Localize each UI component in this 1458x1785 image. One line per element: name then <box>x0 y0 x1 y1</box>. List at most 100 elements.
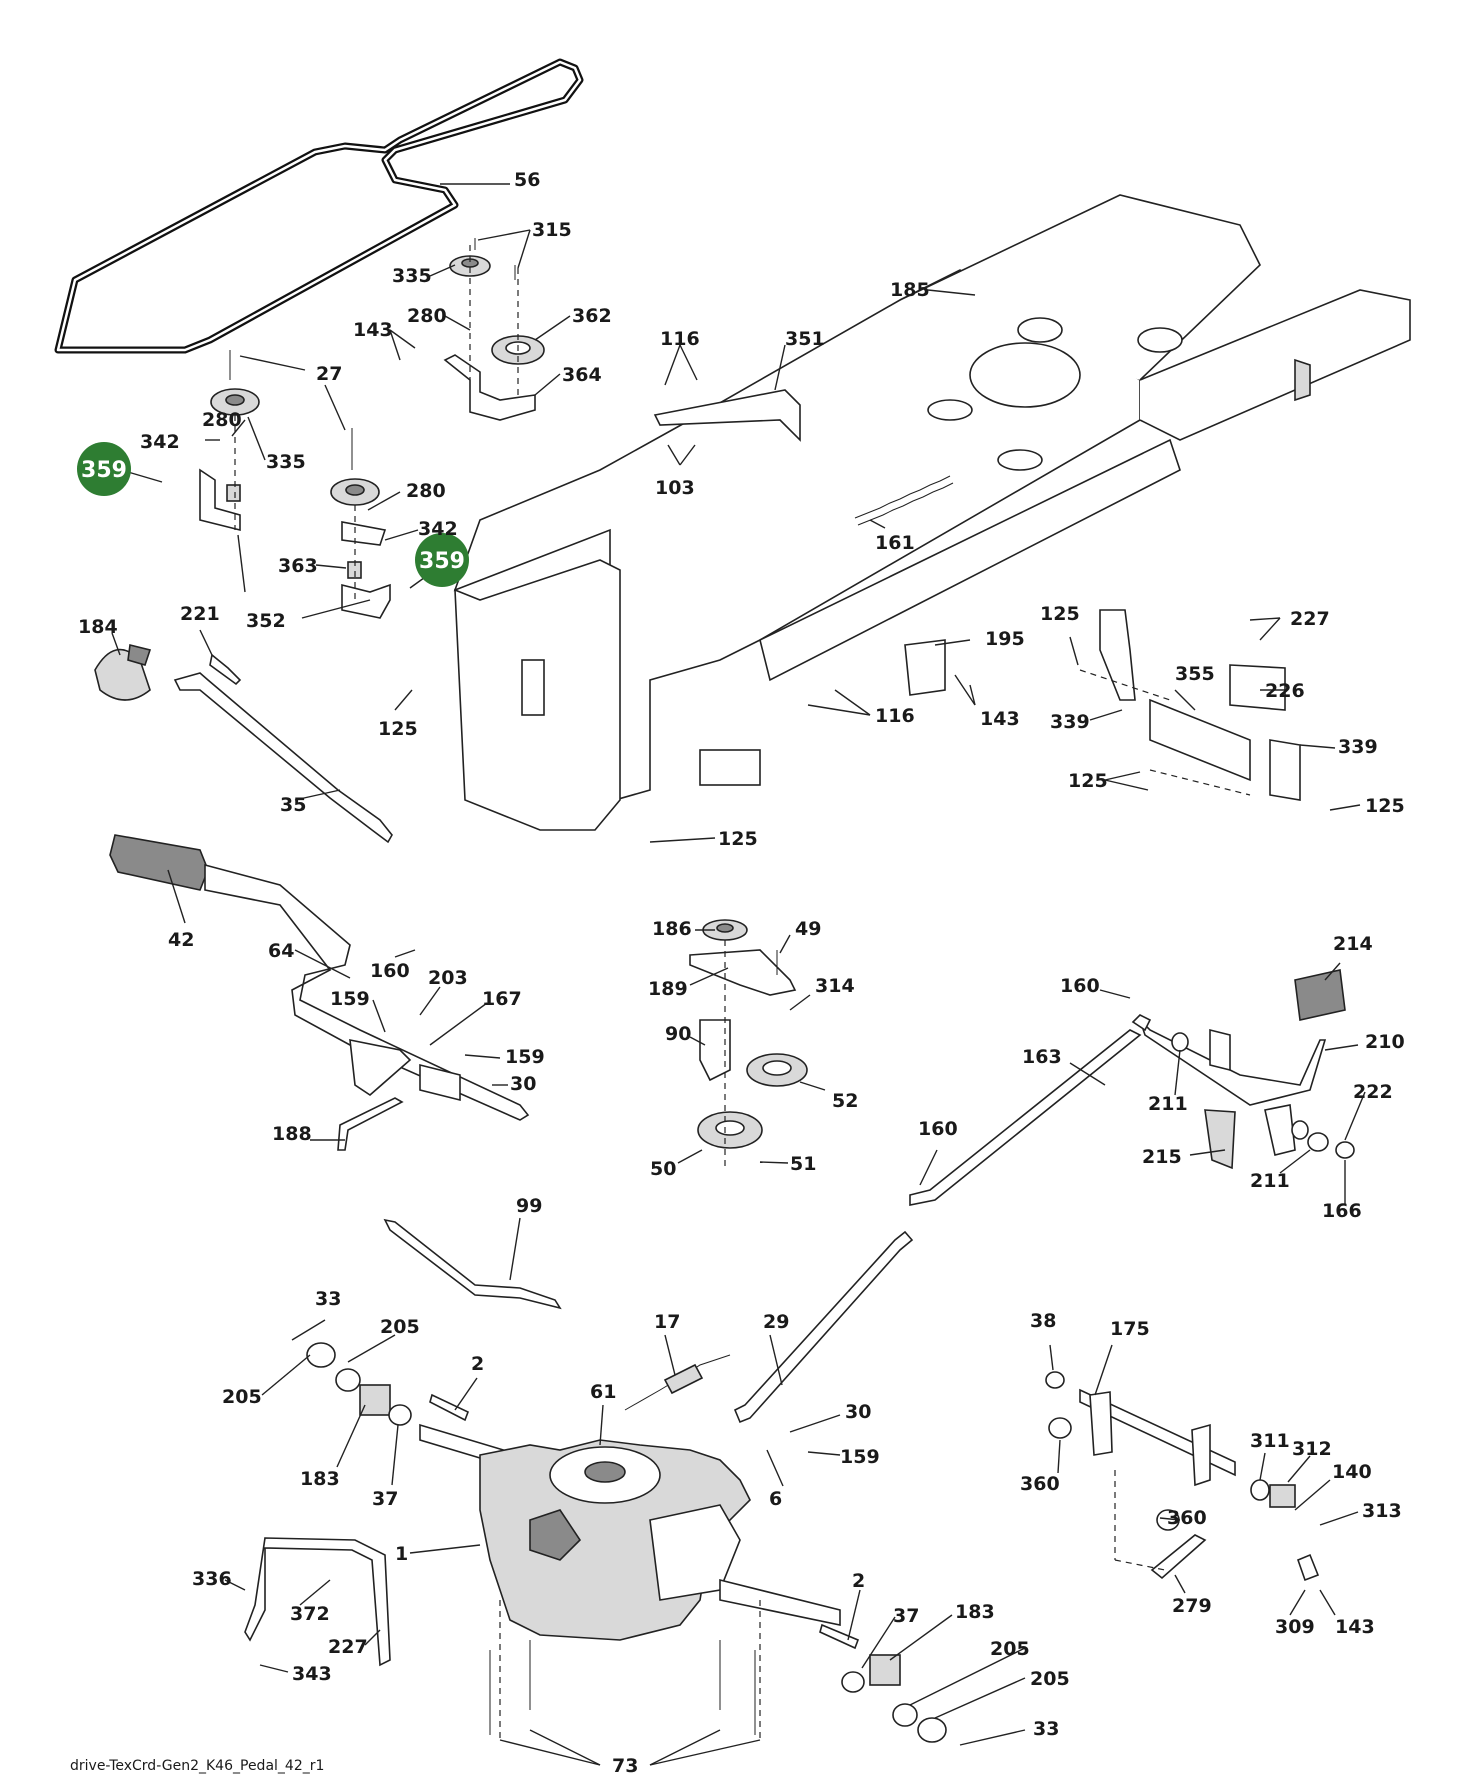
part-label: 140 <box>1332 1461 1372 1483</box>
part-label: 2 <box>471 1353 484 1375</box>
brake-assembly-center <box>689 919 808 1170</box>
part-label: 125 <box>1365 795 1405 817</box>
part-label: 342 <box>140 431 180 453</box>
part-label: 33 <box>315 1288 341 1310</box>
pedal-assembly-right <box>1139 969 1355 1170</box>
rod-35 <box>173 672 393 844</box>
part-label: 161 <box>875 532 915 554</box>
bracket-351 <box>653 389 801 442</box>
lift-lever-assembly <box>109 834 530 1151</box>
part-label: 1 <box>395 1543 408 1565</box>
part-label: 205 <box>222 1386 262 1408</box>
part-label: 311 <box>1250 1430 1290 1452</box>
part-label: 49 <box>795 918 821 940</box>
part-label: 103 <box>655 477 695 499</box>
part-label: 99 <box>516 1195 542 1217</box>
part-label: 30 <box>845 1401 871 1423</box>
part-label: 33 <box>1033 1718 1059 1740</box>
part-label: 280 <box>407 305 447 327</box>
bracket-assembly-right <box>904 609 1301 801</box>
axle-washers-right <box>819 1623 947 1743</box>
callout-badge-text: 359 <box>419 549 465 574</box>
part-label: 362 <box>572 305 612 327</box>
part-label: 29 <box>763 1311 789 1333</box>
part-label: 56 <box>514 169 540 191</box>
part-label: 188 <box>272 1123 312 1145</box>
part-label: 160 <box>370 960 410 982</box>
part-label: 355 <box>1175 663 1215 685</box>
part-label: 335 <box>392 265 432 287</box>
part-label: 335 <box>266 451 306 473</box>
part-label: 215 <box>1142 1146 1182 1168</box>
part-label: 90 <box>665 1023 691 1045</box>
part-label: 125 <box>718 828 758 850</box>
callout-badge-circle <box>77 442 131 496</box>
drawing-caption: drive-TexCrd-Gen2_K46_Pedal_42_r1 <box>70 1758 324 1774</box>
part-label: 163 <box>1022 1046 1062 1068</box>
rod-163 <box>909 1014 1152 1206</box>
part-label: 116 <box>660 328 700 350</box>
part-label: 52 <box>832 1090 858 1112</box>
part-label: 221 <box>180 603 220 625</box>
part-label: 186 <box>652 918 692 940</box>
rod-29 <box>733 1230 914 1424</box>
part-label: 205 <box>380 1316 420 1338</box>
part-label: 351 <box>785 328 825 350</box>
clip-221 <box>209 653 242 686</box>
part-label: 342 <box>418 518 458 540</box>
part-label: 314 <box>815 975 855 997</box>
part-label: 160 <box>1060 975 1100 997</box>
shaft-assembly-175 <box>1045 1371 1320 1582</box>
transaxle-61 <box>479 1439 841 1740</box>
part-label: 339 <box>1050 711 1090 733</box>
part-label: 280 <box>202 409 242 431</box>
part-label: 185 <box>890 279 930 301</box>
part-label: 227 <box>328 1636 368 1658</box>
part-label: 183 <box>300 1468 340 1490</box>
part-label: 37 <box>372 1488 398 1510</box>
part-label: 116 <box>875 705 915 727</box>
spring-17 <box>624 1354 731 1411</box>
idler-pulley-assembly-top <box>443 238 545 421</box>
part-label: 184 <box>78 616 118 638</box>
part-label: 143 <box>1335 1616 1375 1638</box>
part-label: 360 <box>1167 1507 1207 1529</box>
part-label: 360 <box>1020 1473 1060 1495</box>
part-label: 280 <box>406 480 446 502</box>
part-label: 227 <box>1290 608 1330 630</box>
part-label: 159 <box>330 988 370 1010</box>
part-label: 313 <box>1362 1500 1402 1522</box>
part-label: 61 <box>590 1381 616 1403</box>
part-label: 143 <box>980 708 1020 730</box>
part-label: 372 <box>290 1603 330 1625</box>
part-label: 37 <box>893 1605 919 1627</box>
part-label: 125 <box>1040 603 1080 625</box>
part-label: 312 <box>1292 1438 1332 1460</box>
callout-badge-359-right: 359 <box>415 533 469 587</box>
part-label: 17 <box>654 1311 680 1333</box>
leader-lines <box>111 183 1366 1766</box>
part-label: 309 <box>1275 1616 1315 1638</box>
part-label: 214 <box>1333 933 1373 955</box>
knob-184 <box>94 644 152 701</box>
part-label: 35 <box>280 794 306 816</box>
part-label: 42 <box>168 929 194 951</box>
part-label: 210 <box>1365 1031 1405 1053</box>
belt-56 <box>54 58 584 354</box>
callout-badge-359-left: 359 <box>77 442 131 496</box>
rod-99 <box>383 1218 562 1310</box>
part-label: 205 <box>990 1638 1030 1660</box>
part-label: 195 <box>985 628 1025 650</box>
part-label: 203 <box>428 967 468 989</box>
part-label: 183 <box>955 1601 995 1623</box>
part-label: 159 <box>840 1446 880 1468</box>
part-label: 315 <box>532 219 572 241</box>
part-label: 64 <box>268 940 294 962</box>
part-label: 226 <box>1265 680 1305 702</box>
frame-assembly <box>453 194 1411 831</box>
part-label: 166 <box>1322 1200 1362 1222</box>
part-label: 205 <box>1030 1668 1070 1690</box>
part-label: 167 <box>482 988 522 1010</box>
part-label: 125 <box>378 718 418 740</box>
